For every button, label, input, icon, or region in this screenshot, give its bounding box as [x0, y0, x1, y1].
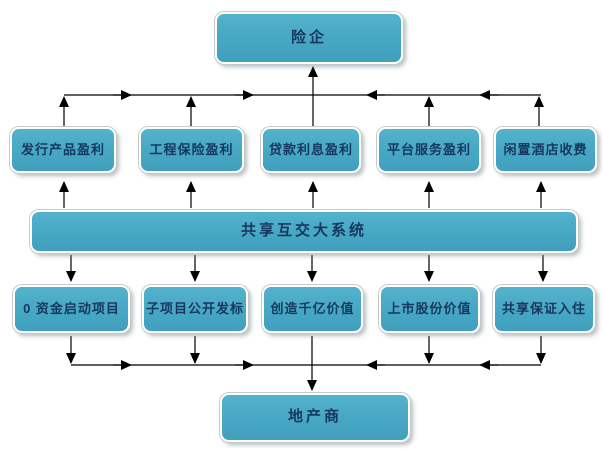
node-profit-engineering-insurance: 工程保险盈利 — [139, 127, 244, 173]
node-subproject-open-bidding: 子项目公开发标 — [142, 285, 248, 333]
node-insurer-label: 险企 — [290, 28, 327, 46]
node-profit-platform-service: 平台服务盈利 — [377, 127, 481, 173]
node-zero-capital-project: 0 资金启动项目 — [13, 285, 130, 333]
node-label: 闲置酒店收费 — [503, 141, 588, 157]
node-label: 发行产品盈利 — [20, 141, 105, 157]
node-developer: 地产商 — [220, 393, 410, 442]
node-label: 贷款利息盈利 — [268, 141, 353, 157]
node-profit-product-issuing: 发行产品盈利 — [10, 127, 116, 173]
node-profit-loan-interest: 贷款利息盈利 — [261, 127, 361, 173]
bottom-collector-arrows — [66, 336, 546, 391]
node-label: 平台服务盈利 — [386, 141, 471, 157]
node-shared-guaranteed-occupancy: 共享保证入住 — [493, 285, 595, 333]
node-label: 0 资金启动项目 — [23, 300, 120, 316]
node-shared-interaction-system: 共享互交大系统 — [30, 210, 578, 253]
node-label: 工程保险盈利 — [149, 141, 234, 157]
system-to-profit-arrows — [59, 181, 546, 208]
node-idle-hotel-fees: 闲置酒店收费 — [494, 127, 597, 173]
node-label: 上市股份价值 — [387, 300, 472, 316]
node-listed-share-value: 上市股份价值 — [379, 285, 480, 333]
top-collector-arrows — [59, 66, 544, 126]
node-label: 创造千亿价值 — [270, 300, 355, 316]
node-insurer: 险企 — [215, 12, 403, 64]
node-create-hundred-billion-value: 创造千亿价值 — [262, 285, 363, 333]
node-developer-label: 地产商 — [287, 408, 342, 426]
node-label: 共享保证入住 — [501, 300, 586, 316]
node-label: 子项目公开发标 — [145, 300, 244, 316]
system-to-value-arrows — [66, 255, 548, 282]
node-system-label: 共享互交大系统 — [240, 222, 367, 240]
